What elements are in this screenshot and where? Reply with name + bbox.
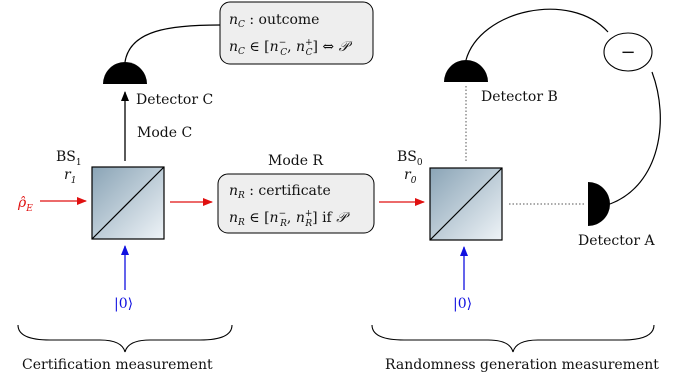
- outcome-box: nC : outcome nC ∈ [n−C, n+C] ⇔ 𝒫: [219, 1, 374, 65]
- bs1-reflectivity: r1: [64, 167, 76, 186]
- certificate-line-1: nR : certificate: [229, 183, 331, 201]
- bs0-reflectivity: r0: [404, 167, 417, 186]
- right-group-label: Randomness generation measurement: [385, 357, 659, 373]
- input-state-label: ρ̂E: [17, 195, 33, 214]
- bs1-label: BS1: [56, 149, 82, 168]
- minus-sign: −: [620, 42, 635, 63]
- left-group-brace: [17, 324, 233, 353]
- bs0-label: BS0: [397, 149, 423, 168]
- vacuum-2-label: |0⟩: [453, 296, 472, 312]
- detector-b-wire: [465, 8, 609, 61]
- detector-c-label: Detector C: [136, 92, 213, 108]
- mode-r-label: Mode R: [268, 153, 323, 169]
- mode-c-label: Mode C: [137, 125, 192, 141]
- subtraction-node: −: [603, 32, 653, 72]
- detector-b-label: Detector B: [481, 89, 558, 105]
- right-group-brace: [371, 324, 655, 353]
- left-group-label: Certification measurement: [22, 357, 213, 373]
- outcome-line-1: nC : outcome: [229, 12, 319, 30]
- vacuum-1-label: |0⟩: [114, 296, 133, 312]
- beam-splitter-bs0: [429, 167, 503, 241]
- detector-a-label: Detector A: [578, 233, 655, 249]
- detector-c-wire: [124, 24, 221, 63]
- detector-b-icon: [444, 60, 488, 82]
- detector-c-icon: [103, 62, 147, 84]
- detector-a-wire: [609, 71, 661, 205]
- beam-splitter-bs1: [91, 166, 165, 240]
- detector-a-icon: [588, 182, 610, 226]
- certificate-box: nR : certificate nR ∈ [n−R, n+R] if 𝒫: [217, 173, 375, 234]
